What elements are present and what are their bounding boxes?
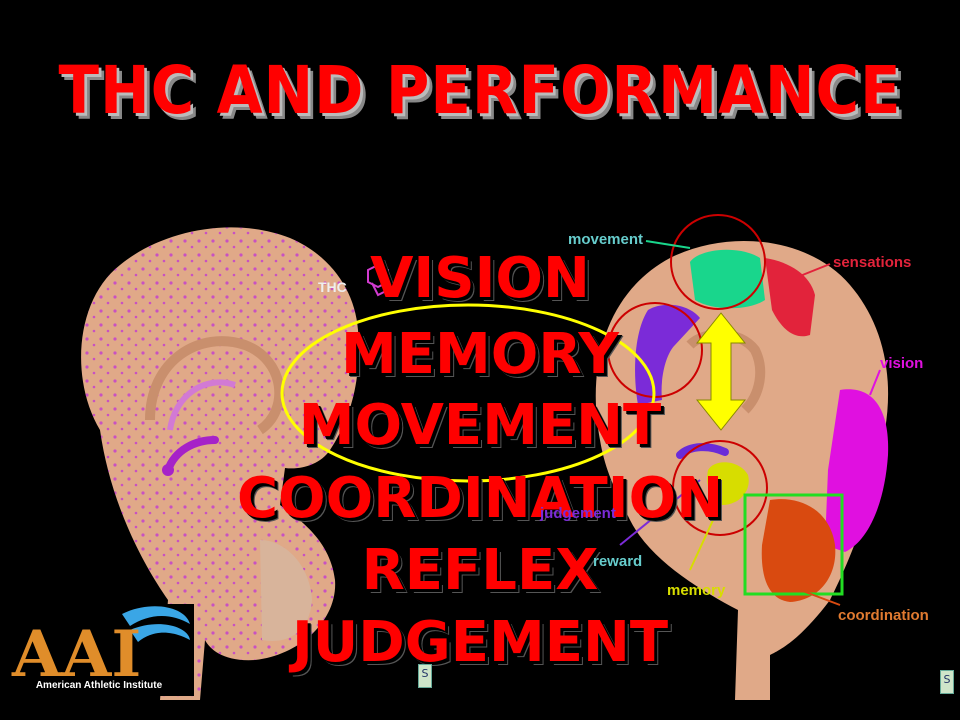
svg-text:AAI: AAI [11,617,141,692]
memory-region [707,462,749,505]
effect-vision: VISION [370,246,590,311]
effect-reflex: REFLEX [361,538,599,603]
sensations-region [765,258,815,337]
coordination-highlight-box [743,493,844,596]
label-reward: reward [593,553,643,570]
effects-highlight-ellipse [280,303,656,483]
label-sensations: sensations [833,254,912,271]
label-movement: movement [568,231,644,248]
label-vision: vision [880,355,924,372]
double-arrow-icon [695,312,747,431]
effect-judgement: JUDGEMENT [291,610,669,675]
effect-coordination: COORDINATION [236,466,724,531]
slide-title: THC AND PERFORMANCE [58,52,902,129]
highlight-circle-memory [672,440,768,536]
thc-label: THC [318,279,347,295]
left-brain-illustration [81,227,359,701]
effect-movement: MOVEMENT [298,393,662,458]
nav-sound-icon-left[interactable]: S [418,664,432,688]
logo-name: American Athletic Institute [6,680,192,692]
label-memory: memory [667,582,726,599]
thc-molecule-icon [367,263,389,297]
label-coordination: coordination [838,607,929,624]
movement-region [690,249,765,309]
coordination-region [761,499,836,602]
highlight-circle-movement [670,214,766,310]
effect-memory: MEMORY [341,322,619,387]
right-brain-illustration [595,240,889,700]
label-judgement: judgement [540,505,616,522]
nav-sound-icon-right[interactable]: S [940,670,954,694]
